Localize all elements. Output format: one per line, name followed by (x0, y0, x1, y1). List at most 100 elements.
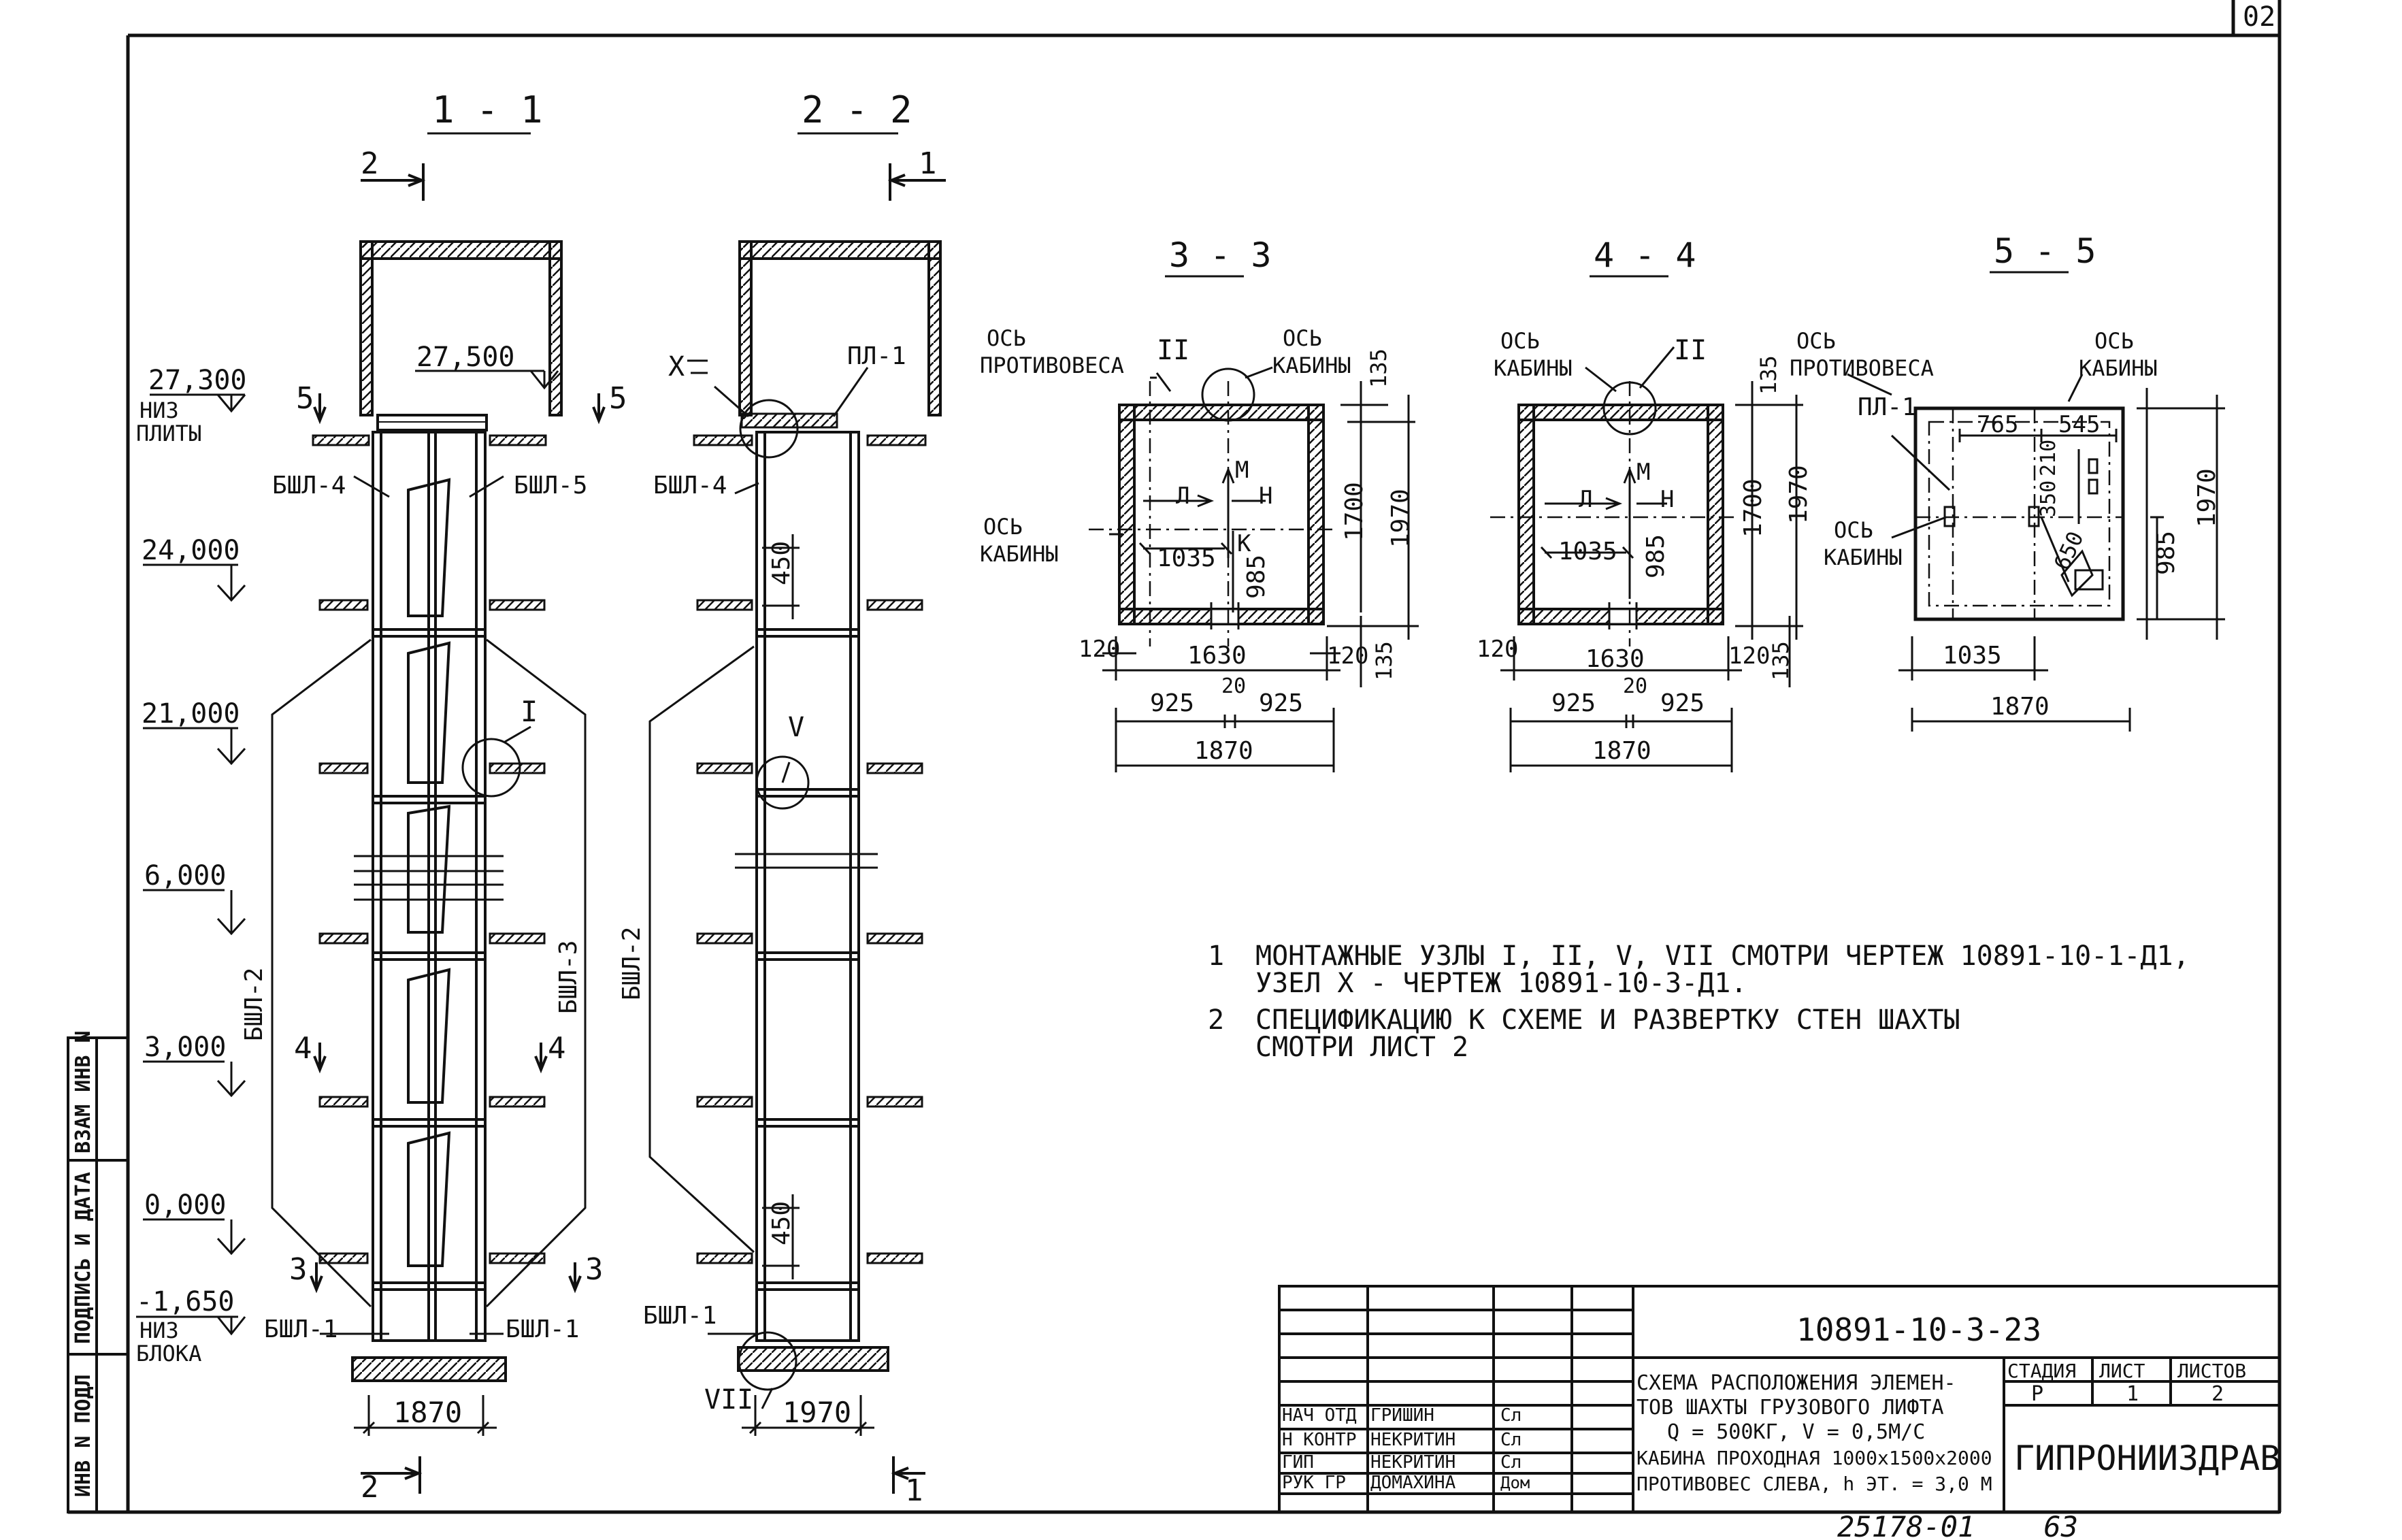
dim-450-top-sec22: 450 (768, 541, 795, 585)
sec33-axis-cw-os: ОСЬ (987, 325, 1026, 351)
role-3: РУК ГР (1282, 1473, 1346, 1493)
sec44-dim-1630: 1630 (1585, 645, 1645, 673)
sec44-dim-985: 985 (1642, 534, 1670, 578)
section-title-3-3: 3 - 3 (1169, 235, 1272, 275)
sheets-header: ЛИСТОВ (2177, 1360, 2246, 1382)
cut-marker-1-bottom: 1 (905, 1473, 923, 1508)
section-title-2-2: 2 - 2 (802, 88, 912, 131)
sheets-value: 2 (2211, 1382, 2224, 1406)
sec33-axis-cab-left-name: КАБИНЫ (980, 541, 1059, 567)
sec44-dim-1870: 1870 (1592, 737, 1651, 765)
node-X-label: X (668, 351, 685, 382)
note-1-line1: МОНТАЖНЫЕ УЗЛЫ I, II, V, VII СМОТРИ ЧЕРТ… (1255, 940, 2190, 972)
sec33-letter-L: Л (1176, 482, 1189, 510)
role-2: ГИП (1282, 1452, 1314, 1473)
stamp-sign-date: ПОДПИСЬ И ДАТА (71, 1172, 95, 1344)
role-1-name: НЕКРИТИН (1370, 1430, 1455, 1450)
sec33-dim-1630: 1630 (1187, 642, 1247, 670)
section-5-5-drawing (1847, 373, 2225, 732)
level-marks (136, 370, 559, 1336)
title-line-5: ПРОТИВОВЕС СЛЕВА, h ЭТ. = 3,0 М (1636, 1473, 1992, 1495)
side-stamp (67, 1036, 129, 1513)
dim-1970-sec22: 1970 (783, 1396, 851, 1429)
sec55-dim-1970: 1970 (2193, 468, 2221, 527)
cut-marker-2-bottom: 2 (361, 1470, 379, 1505)
sec33-dim-135-top: 135 (1366, 348, 1392, 388)
label-bsha2-sec11: БШЛ-2 (240, 968, 268, 1041)
sec44-letter-M: М (1636, 459, 1650, 486)
section-title-4-4: 4 - 4 (1594, 235, 1696, 275)
section-title-1-1: 1 - 1 (432, 88, 543, 131)
role-2-sign: Сл (1500, 1452, 1521, 1473)
sec33-axis-cab-left-os: ОСЬ (983, 514, 1023, 540)
sec55-axis-cw-os: ОСЬ (1796, 328, 1836, 354)
section-2-2-drawing (648, 240, 942, 1436)
node-VII-label: VII (704, 1384, 753, 1415)
section-1-1-drawing: 1870 (271, 240, 587, 1436)
sec33-axis-cab-os: ОСЬ (1283, 325, 1322, 351)
label-bsha4-sec11: БШЛ-4 (272, 472, 346, 499)
note-2-number: 2 (1208, 1004, 1224, 1036)
sec44-dim-925-left: 925 (1551, 689, 1596, 717)
sec44-dim-120-right: 120 (1728, 642, 1770, 670)
doc-code: 10891-10-3-23 (1796, 1311, 2041, 1348)
sec44-dim-120-left: 120 (1477, 636, 1518, 663)
node-V-label: V (788, 712, 804, 743)
cut-marker-5-left: 5 (296, 381, 314, 416)
sec33-letter-K: К (1237, 530, 1251, 557)
sec33-letter-N: Н (1259, 482, 1272, 510)
dim-450-bottom-sec22: 450 (768, 1201, 795, 1245)
cut-marker-1-top: 1 (919, 146, 937, 181)
sec44-axis-os: ОСЬ (1500, 328, 1540, 354)
sec33-node-II: II (1157, 335, 1189, 366)
label-bsha1-right-sec11: БШЛ-1 (506, 1315, 579, 1343)
label-bsha4-sec22: БШЛ-4 (653, 472, 727, 499)
section-3-3-drawing (1089, 366, 1419, 772)
sec33-dim-925-left: 925 (1150, 689, 1194, 717)
title-line-1: СХЕМА РАСПОЛОЖЕНИЯ ЭЛЕМЕН- (1636, 1371, 1956, 1395)
sec33-dim-1870: 1870 (1194, 737, 1253, 765)
node-I-label: I (521, 695, 538, 728)
sec44-dim-20: 20 (1623, 674, 1647, 698)
sec55-dim-1870: 1870 (1990, 693, 2050, 721)
sec33-dim-120-left: 120 (1079, 636, 1120, 663)
sec33-dim-1970: 1970 (1387, 489, 1415, 548)
section-titles: 1 - 1 2 - 2 3 - 3 4 - 4 5 - 5 (427, 88, 2096, 278)
sheet-header: ЛИСТ (2099, 1360, 2145, 1382)
cut-markers (310, 163, 946, 1494)
level-24000: 24,000 (142, 535, 240, 566)
dim-1870-sec11: 1870 (393, 1396, 462, 1429)
sec44-dim-925-right: 925 (1660, 689, 1705, 717)
level-minus-1650: -1,650 (136, 1286, 235, 1317)
level-0000: 0,000 (144, 1190, 226, 1221)
sec44-letter-L: Л (1579, 486, 1592, 513)
sheet-corner-number: 02 (2243, 1, 2275, 33)
sec33-axis-cab-name: КАБИНЫ (1272, 353, 1351, 378)
section-4-4-drawing (1490, 346, 1803, 772)
sec55-dim-1035: 1035 (1943, 642, 2002, 670)
sec33-dim-135-bottom: 135 (1371, 641, 1397, 681)
sec44-dim-1035: 1035 (1558, 538, 1617, 566)
sec44-axis-cabin: КАБИНЫ (1494, 355, 1573, 381)
sec55-axis-cab-left-name: КАБИНЫ (1824, 544, 1903, 570)
sec55-dim-545: 545 (2058, 411, 2100, 438)
label-bsha1-left-sec11: БШЛ-1 (264, 1315, 338, 1343)
section-title-5-5: 5 - 5 (1994, 231, 2096, 271)
sec55-dim-210: 210 (2037, 440, 2060, 476)
cut-marker-4-left: 4 (294, 1031, 312, 1066)
cut-marker-3-right: 3 (585, 1252, 604, 1287)
sec33-dim-985: 985 (1243, 555, 1270, 599)
sec55-axis-cab-left-os: ОСЬ (1834, 517, 1873, 543)
sec55-label-pl1: ПЛ-1 (1858, 393, 1917, 421)
label-bsha1-sec22: БШЛ-1 (643, 1302, 717, 1330)
sec44-letter-N: Н (1660, 486, 1674, 513)
sec55-dim-765: 765 (1977, 411, 2018, 438)
note-2-line1: СПЕЦИФИКАЦИЮ К СХЕМЕ И РАЗВЕРТКУ СТЕН ША… (1255, 1004, 1960, 1036)
cut-marker-3-left: 3 (289, 1252, 308, 1287)
sec44-dim-1700: 1700 (1739, 478, 1767, 538)
sec44-dim-135-bottom: 135 (1768, 641, 1794, 681)
stamp-inv-orig: ИНВ N ПОДЛ (71, 1374, 95, 1497)
role-0: НАЧ ОТД (1282, 1405, 1357, 1426)
role-0-name: ГРИШИН (1370, 1405, 1434, 1426)
